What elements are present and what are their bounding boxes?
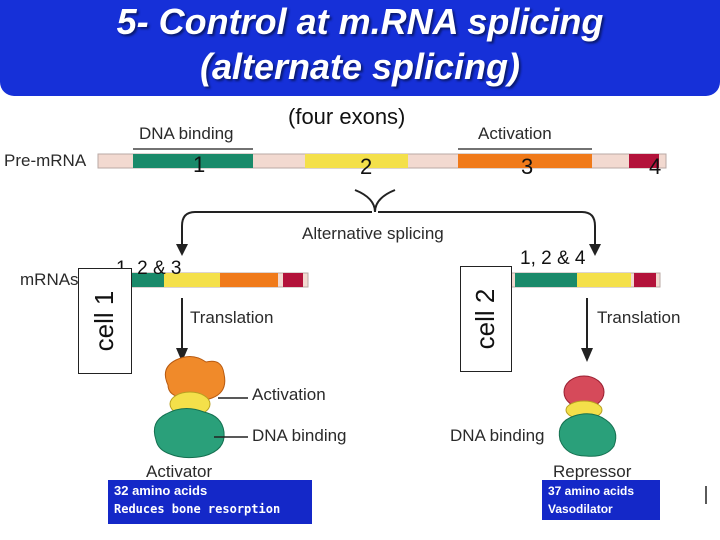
mrna2-exon-1 — [515, 273, 577, 287]
title-banner — [0, 0, 720, 96]
cell2-label: cell 2 — [470, 288, 500, 350]
label-dna-binding-left: DNA binding — [252, 426, 347, 445]
pre-mrna-strand — [97, 153, 667, 169]
info-box-right: 37 amino acids Vasodilator — [542, 480, 660, 520]
label-dna-binding-top: DNA binding — [139, 124, 234, 143]
mrna2-exon-2 — [577, 273, 631, 287]
label-activation-top: Activation — [478, 124, 552, 143]
cell2-label-box — [460, 266, 512, 372]
branch-right-arrow-line — [378, 211, 596, 246]
exon-2-segment — [305, 154, 408, 168]
label-repressor: Repressor — [553, 462, 632, 481]
branch-right-arrowhead — [589, 244, 601, 256]
translation-arrowhead-right — [581, 348, 593, 362]
exon-number-2: 2 — [360, 154, 373, 179]
subtitle: (four exons) — [288, 104, 406, 129]
label-translation-right: Translation — [597, 308, 681, 327]
label-mrnas: mRNAs — [20, 270, 79, 289]
mrna1-exon-4 — [283, 273, 303, 287]
slide-title-line1: 5- Control at m.RNA splicing — [116, 1, 604, 42]
info-box-right-line2: Vasodilator — [548, 502, 613, 516]
slide-title-line2: (alternate splicing) — [199, 46, 521, 87]
mrna2-exon-4 — [634, 273, 656, 287]
mrna1-exon-2 — [164, 273, 220, 287]
repressor-protein — [558, 375, 617, 457]
cell1-exons-text: 1, 2 & 3 — [116, 258, 182, 279]
exon-number-3: 3 — [521, 154, 534, 179]
exon-3-segment — [458, 154, 592, 168]
info-box-right-line1: 37 amino acids — [548, 484, 635, 498]
exon-number-4: 4 — [649, 154, 662, 179]
label-activation-protein: Activation — [252, 385, 326, 404]
branch-left-arrowhead — [176, 244, 188, 256]
label-dna-binding-right: DNA binding — [450, 426, 545, 445]
mrna1-exon-3 — [220, 273, 278, 287]
label-translation-left: Translation — [190, 308, 274, 327]
cell1-label: cell 1 — [89, 290, 119, 352]
exon-4-segment — [629, 154, 659, 168]
cell2-exons-text: 1, 2 & 4 — [520, 248, 586, 269]
label-alternative-splicing: Alternative splicing — [302, 224, 444, 243]
translation-arrowhead-left — [176, 348, 188, 362]
info-box-left-line2: Reduces bone resorption — [114, 502, 281, 516]
label-pre-mrna: Pre-mRNA — [4, 151, 87, 170]
activator-protein — [153, 356, 226, 459]
exon-1-segment — [133, 154, 253, 168]
info-box-left-line1: 32 amino acids — [114, 483, 208, 498]
info-box-left: 32 amino acids Reduces bone resorption — [108, 480, 312, 524]
branch-left-arrow-line — [181, 211, 372, 246]
label-activator: Activator — [146, 462, 213, 481]
splicing-brace — [354, 189, 396, 213]
cell1-label-box — [78, 268, 132, 374]
exon-number-1: 1 — [193, 152, 206, 177]
mrna-cell2 — [509, 272, 661, 288]
